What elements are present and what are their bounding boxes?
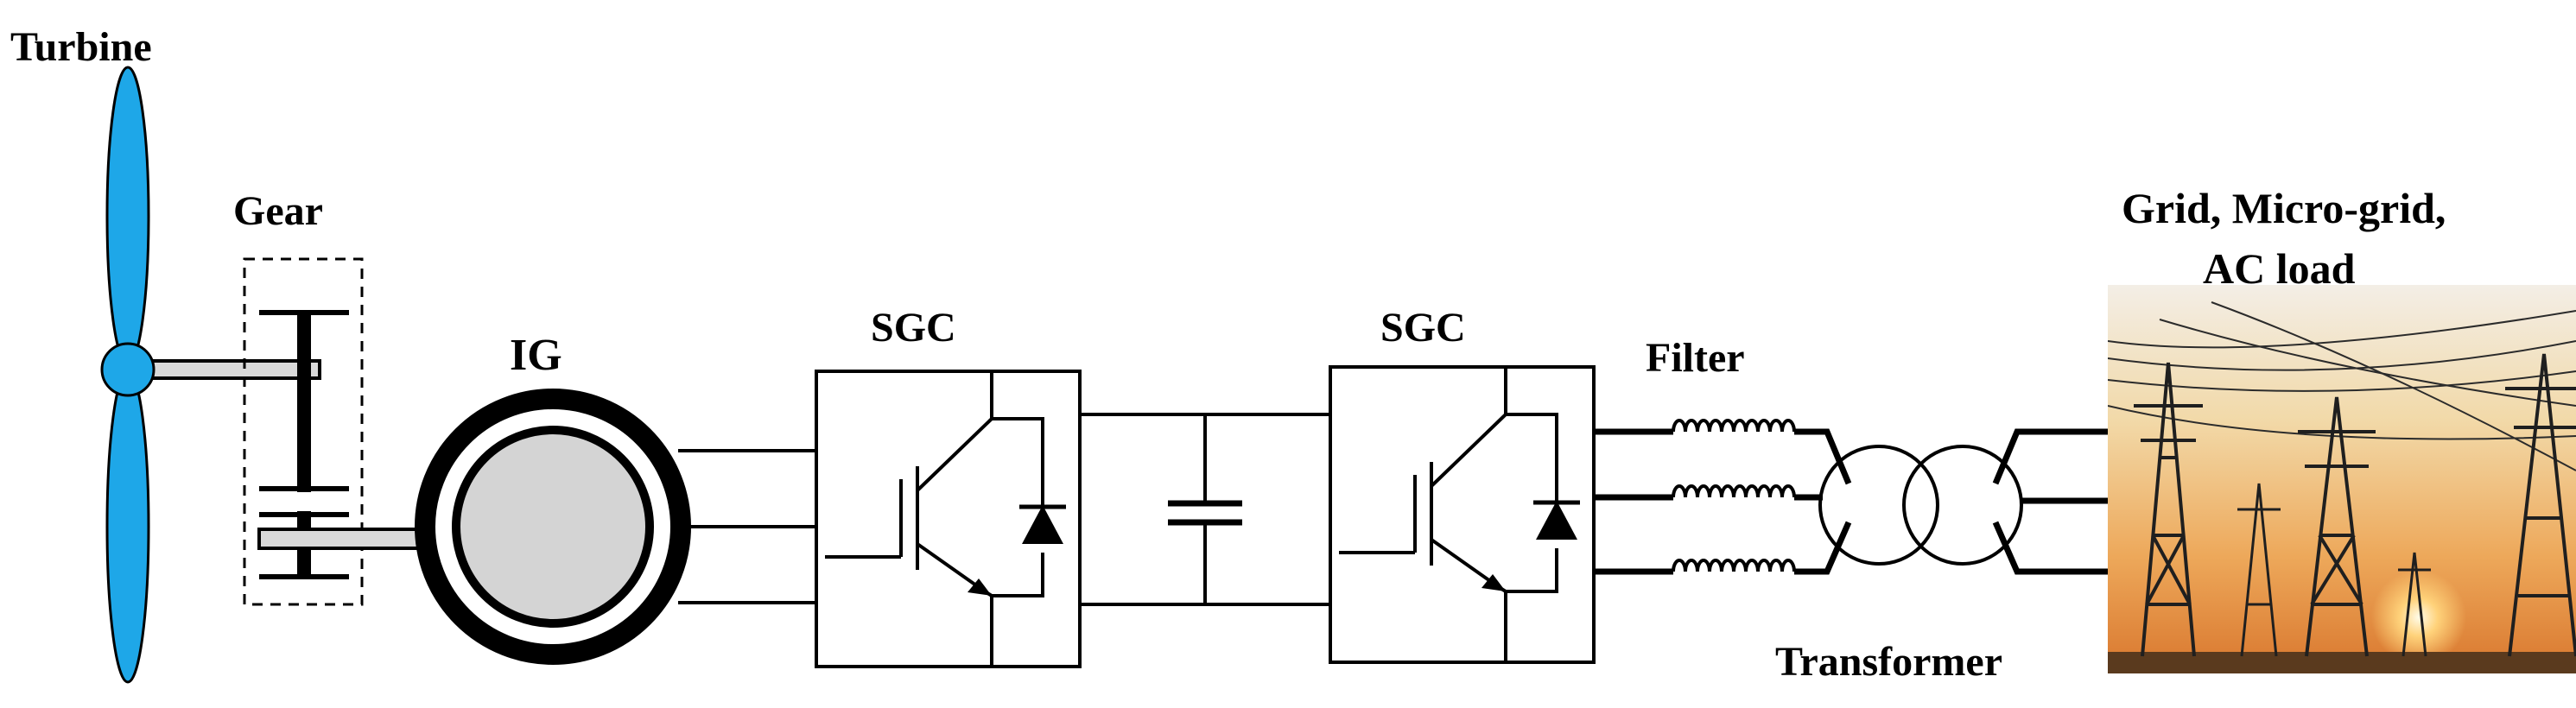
sun xyxy=(2371,570,2466,665)
turbine-label: Turbine xyxy=(10,24,152,70)
diode-icon xyxy=(1019,504,1066,544)
grid-photo xyxy=(2108,285,2576,673)
tower-icon xyxy=(2505,353,2576,657)
transformer-icon xyxy=(1818,445,2023,566)
inductor-icon xyxy=(1672,559,1796,572)
filter-label: Filter xyxy=(1646,335,1745,381)
tower-icon xyxy=(2134,362,2203,657)
converter-2-label: SGC xyxy=(1380,305,1466,351)
generator-rotor xyxy=(452,426,654,628)
induction-generator xyxy=(415,389,691,665)
inductor-icon xyxy=(1672,419,1796,433)
tower-icon xyxy=(2237,483,2281,657)
igbt-icon xyxy=(825,371,1044,667)
dc-link xyxy=(1080,413,1330,606)
lines-to-transformer xyxy=(1794,428,1852,575)
converter-1 xyxy=(815,370,1082,668)
tower-icon xyxy=(2398,552,2431,657)
diode-icon xyxy=(1533,500,1580,540)
converter-1-label: SGC xyxy=(871,305,956,351)
converter-2 xyxy=(1329,365,1596,664)
turbine-blade-top xyxy=(105,66,150,366)
turbine-hub xyxy=(100,342,155,397)
turbine-blade-bottom xyxy=(105,370,150,684)
wind-turbine xyxy=(100,66,321,684)
gear-label: Gear xyxy=(233,188,323,234)
inductor-icon xyxy=(1672,484,1796,498)
capacitor-icon xyxy=(1168,414,1242,604)
gearbox-enclosure xyxy=(243,257,364,606)
load-label-line-2: AC load xyxy=(2203,244,2356,293)
lines-to-load xyxy=(1992,428,2108,575)
ac-lines-converter xyxy=(1594,428,1673,575)
igbt-emitter-arrow xyxy=(1482,574,1506,591)
filter-inductors xyxy=(1672,419,1796,572)
transformer-label: Transformer xyxy=(1775,639,2002,685)
generator-label: IG xyxy=(510,331,562,380)
generator-shaft xyxy=(257,528,425,550)
tower-icon xyxy=(2298,396,2376,657)
ac-lines-generator xyxy=(678,449,816,604)
load-label-line-1: Grid, Micro-grid, xyxy=(2122,184,2446,232)
gearbox xyxy=(243,257,425,606)
igbt-emitter-arrow xyxy=(968,578,992,596)
